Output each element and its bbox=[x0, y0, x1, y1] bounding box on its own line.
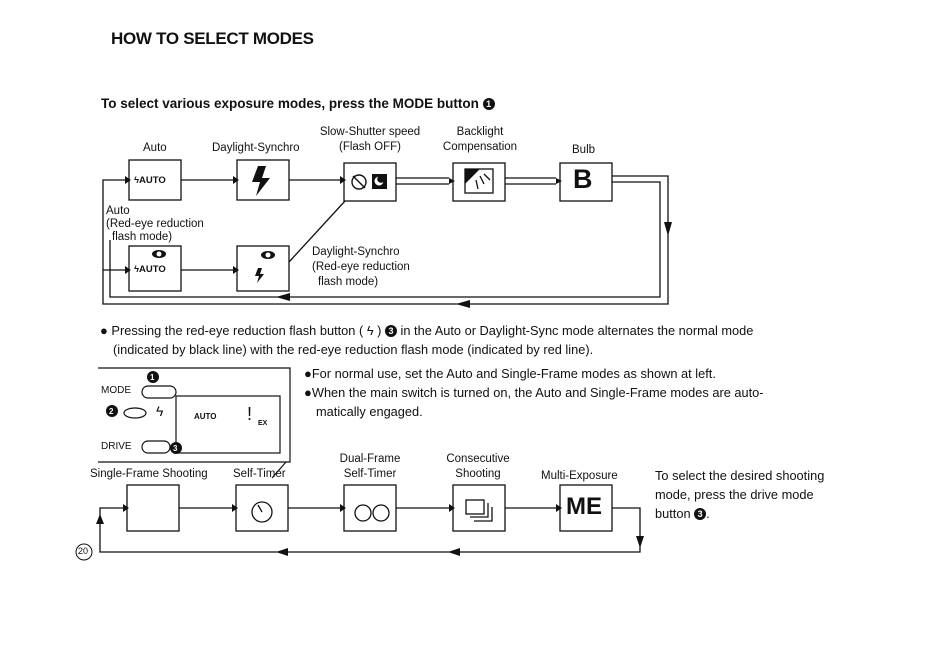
svg-text:2: 2 bbox=[109, 407, 114, 416]
normal-use-bullet2-line2: matically engaged. bbox=[316, 404, 423, 419]
redeye-note-line1-c: in the Auto or Daylight-Sync mode altern… bbox=[400, 323, 754, 338]
drive-instructions-line3-text: button bbox=[655, 506, 691, 521]
night-icon bbox=[372, 174, 387, 189]
flash-glyph-icon: ϟ bbox=[134, 264, 140, 275]
label-daylight-redeye-line2: (Red-eye reduction bbox=[312, 261, 410, 273]
normal-use-bullet1: ●For normal use, set the Auto and Single… bbox=[304, 364, 764, 383]
bullet-icon: ● bbox=[304, 366, 312, 381]
label-dual-frame: Dual-Frame Self-Timer bbox=[320, 452, 420, 482]
flash-off-icon bbox=[351, 174, 367, 190]
exposure-heading: To select various exposure modes, press … bbox=[101, 96, 495, 111]
ref-marker-3: 3 bbox=[384, 325, 397, 337]
page-number: 20 bbox=[78, 546, 89, 556]
small-flash-icon bbox=[255, 268, 264, 283]
label-auto-redeye: Auto (Red-eye reduction flash mode) bbox=[106, 205, 204, 244]
redeye-note: ● Pressing the red-eye reduction flash b… bbox=[100, 321, 753, 359]
drive-instructions-line2: mode, press the drive mode bbox=[655, 487, 814, 502]
label-daylight-redeye-line1: Daylight-Synchro bbox=[312, 246, 400, 258]
label-backlight: Backlight Compensation bbox=[430, 125, 530, 155]
label-self-timer: Self-Timer bbox=[233, 468, 286, 480]
self-timer-box bbox=[235, 484, 289, 532]
redeye-note-line1-a: Pressing the red-eye reduction flash but… bbox=[111, 323, 364, 338]
drive-instructions-line3: button 3. bbox=[655, 506, 710, 521]
lcd-ex: EX bbox=[258, 420, 268, 427]
self-timer-icon bbox=[251, 501, 273, 523]
flash-glyph-icon: ϟ bbox=[134, 175, 140, 186]
normal-use-bullet1-text: For normal use, set the Auto and Single-… bbox=[311, 366, 716, 381]
me-icon: ME bbox=[566, 493, 602, 520]
exposure-heading-text: To select various exposure modes, press … bbox=[101, 96, 479, 111]
auto-redeye-box-text: AUTO bbox=[139, 264, 166, 275]
backlight-icon bbox=[464, 168, 494, 194]
label-daylight-redeye-line3: flash mode) bbox=[318, 276, 379, 288]
normal-use-notes: ●For normal use, set the Auto and Single… bbox=[304, 364, 764, 421]
normal-use-bullet2: ●When the main switch is turned on, the … bbox=[304, 383, 764, 402]
drive-button-label: DRIVE bbox=[101, 441, 132, 452]
label-consecutive: Consecutive Shooting bbox=[428, 452, 528, 482]
label-auto-redeye-line2: (Red-eye reduction bbox=[106, 218, 204, 230]
daylight-redeye-box bbox=[236, 245, 290, 292]
redeye-note-line2: (indicated by black line) with the red-e… bbox=[113, 342, 594, 357]
label-dual-frame-line2: Self-Timer bbox=[343, 468, 397, 480]
label-multi-exposure: Multi-Exposure bbox=[541, 470, 618, 482]
label-auto: Auto bbox=[143, 142, 167, 154]
normal-use-bullet2-text: When the main switch is turned on, the A… bbox=[311, 385, 764, 400]
auto-box-label: ϟAUTO bbox=[134, 175, 166, 186]
label-dual-frame-line1: Dual-Frame bbox=[339, 453, 401, 465]
label-slow-shutter-line2: (Flash OFF) bbox=[339, 141, 401, 153]
label-consecutive-line1: Consecutive bbox=[446, 453, 510, 465]
redeye-note-line1-b: ) bbox=[377, 323, 382, 338]
flash-icon bbox=[252, 166, 270, 196]
svg-text:1: 1 bbox=[150, 373, 155, 382]
eye-icon-auto bbox=[152, 250, 166, 258]
mode-button-label: MODE bbox=[101, 385, 131, 396]
lcd-auto: AUTO bbox=[194, 412, 217, 421]
consecutive-box bbox=[452, 484, 506, 532]
label-single-frame: Single-Frame Shooting bbox=[90, 468, 208, 480]
consecutive-icon bbox=[465, 499, 485, 515]
slow-shutter-box bbox=[343, 162, 397, 202]
dual-self-timer-icon bbox=[354, 504, 372, 522]
auto-box-text: AUTO bbox=[139, 175, 166, 186]
redeye-note-line1: ● Pressing the red-eye reduction flash b… bbox=[100, 321, 753, 340]
single-frame-box bbox=[126, 484, 180, 532]
label-bulb: Bulb bbox=[572, 144, 596, 156]
label-backlight-line2: Compensation bbox=[442, 141, 518, 153]
bullet-icon: ● bbox=[100, 323, 108, 338]
label-auto-redeye-line1: Auto bbox=[106, 205, 130, 217]
eye-icon-daylight bbox=[261, 251, 275, 259]
lcd-frame-digit: ! bbox=[247, 404, 253, 424]
label-daylight-redeye: Daylight-Synchro (Red-eye reduction flas… bbox=[312, 245, 410, 290]
bullet-icon: ● bbox=[304, 385, 312, 400]
label-consecutive-line2: Shooting bbox=[455, 468, 501, 480]
ref-marker-3b: 3 bbox=[694, 508, 707, 520]
label-slow-shutter: Slow-Shutter speed (Flash OFF) bbox=[310, 125, 430, 155]
flash-glyph-icon: ϟ bbox=[156, 403, 164, 419]
page-title: HOW TO SELECT MODES bbox=[111, 29, 314, 48]
page-number-circle bbox=[75, 543, 93, 561]
label-slow-shutter-line1: Slow-Shutter speed bbox=[319, 126, 421, 138]
svg-text:3: 3 bbox=[173, 444, 178, 453]
label-daylight-synchro: Daylight-Synchro bbox=[212, 142, 300, 154]
auto-redeye-box-label: ϟAUTO bbox=[134, 264, 166, 275]
flash-glyph-icon: ϟ bbox=[366, 323, 378, 338]
ref-marker-1: 1 bbox=[482, 98, 495, 110]
label-auto-redeye-line3: flash mode) bbox=[112, 231, 173, 243]
bulb-icon: B bbox=[573, 164, 593, 194]
drive-instructions-line1: To select the desired shooting bbox=[655, 468, 825, 483]
auto-redeye-box bbox=[128, 245, 182, 292]
label-backlight-line1: Backlight bbox=[456, 126, 504, 138]
drive-instructions: To select the desired shooting mode, pre… bbox=[655, 466, 824, 523]
